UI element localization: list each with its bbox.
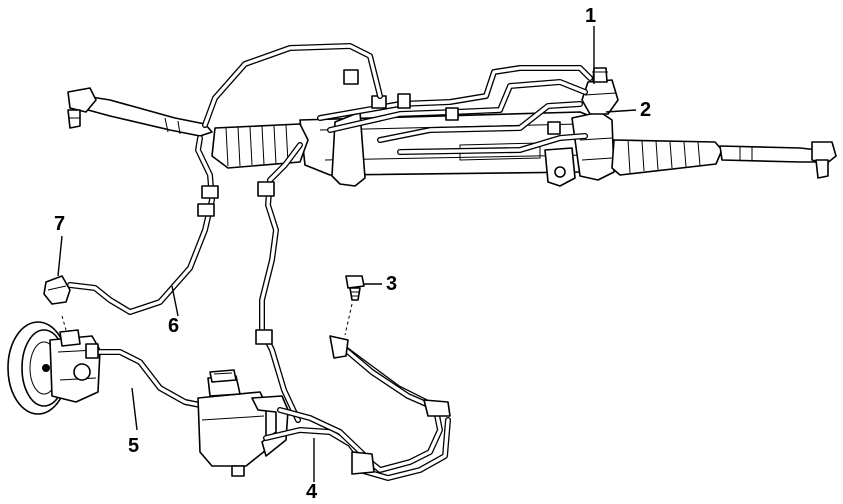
fluid-reservoir [197, 369, 289, 477]
rack-pressure-lines [317, 65, 593, 155]
callout-5: 5 [128, 435, 140, 457]
callout-6: 6 [168, 315, 180, 337]
return-hose-4 [255, 142, 451, 481]
leader-lines [57, 26, 637, 482]
suction-hose-5 [85, 343, 208, 409]
callout-7: 7 [54, 213, 66, 235]
pressure-hose-6 [43, 43, 383, 315]
callout-2: 2 [640, 99, 652, 121]
bolt-3 [344, 275, 365, 336]
callout-4: 4 [306, 481, 318, 503]
power-steering-pump [7, 315, 101, 415]
callout-1: 1 [585, 5, 597, 27]
callout-3: 3 [386, 273, 398, 295]
